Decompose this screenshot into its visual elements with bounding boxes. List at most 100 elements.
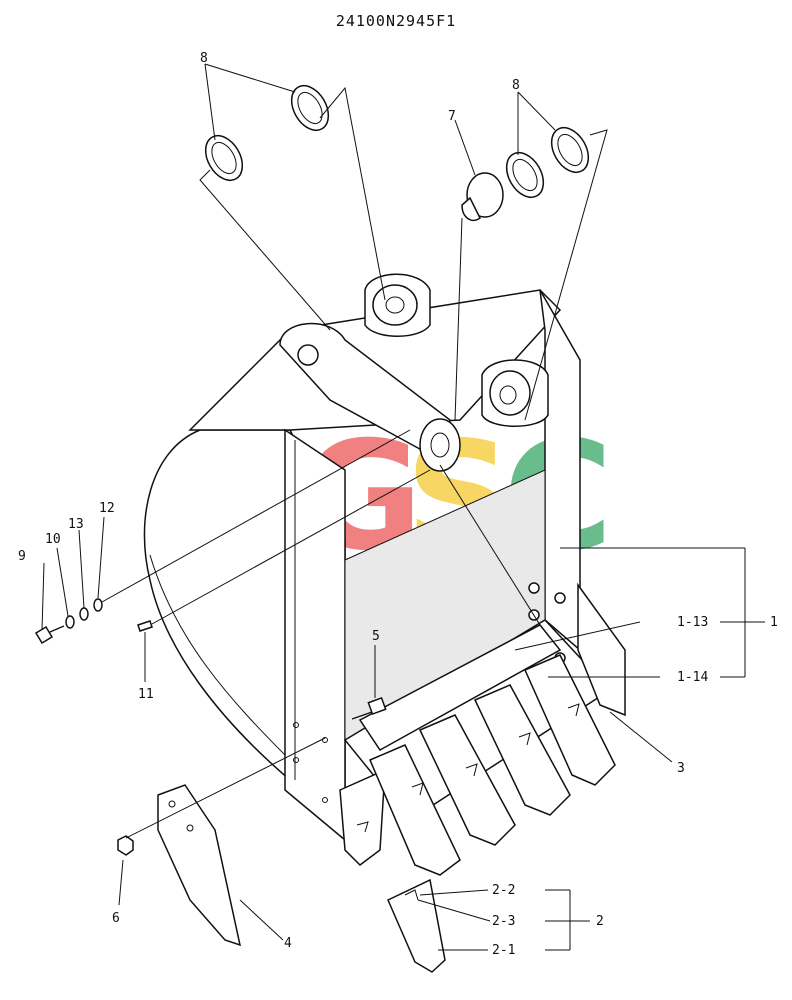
washer-10 — [65, 615, 75, 629]
callout-11: 11 — [138, 687, 154, 702]
tooth-pin-mark — [465, 763, 478, 777]
pin-11 — [137, 620, 153, 632]
callout-2-1: 2-1 — [492, 943, 515, 958]
bracket-bosses — [279, 273, 549, 472]
o-ring — [505, 151, 545, 199]
cutter-hole — [168, 800, 176, 808]
leader-10 — [56, 547, 69, 617]
bolt-9-head — [34, 625, 54, 645]
bushing-body — [461, 196, 481, 222]
cutting-edge — [358, 624, 562, 751]
tooth-pin-mark — [356, 821, 369, 833]
upper-right-boss-bore — [499, 385, 517, 405]
o-ring-inner — [512, 158, 538, 192]
o-ring — [204, 134, 244, 182]
leader-o-ring-axis — [319, 86, 386, 301]
tooth-pin-mark — [518, 732, 531, 746]
leader-7 — [454, 119, 476, 176]
callout-8b: 8 — [512, 78, 520, 93]
o-rings — [204, 84, 590, 199]
callout-6: 6 — [112, 911, 120, 926]
leader-9 — [41, 562, 45, 631]
callout-5: 5 — [372, 629, 380, 644]
callout-3: 3 — [677, 761, 685, 776]
leader-lines — [41, 63, 765, 951]
side-cutter-left — [157, 784, 242, 947]
side-cutter-right — [577, 582, 626, 717]
bushing-axis — [454, 217, 463, 421]
callout-labels: 8 8 7 12 13 10 9 5 11 6 4 3 1-13 1-14 1 … — [18, 51, 778, 958]
bushing — [461, 172, 504, 222]
tooth-point — [387, 878, 446, 973]
small-hardware — [34, 598, 153, 645]
leader-8a — [204, 63, 296, 93]
bucket-teeth — [339, 654, 616, 876]
nut-axis — [125, 737, 326, 839]
bolt-hole — [322, 797, 328, 803]
bolt-9-shank — [49, 625, 65, 633]
callout-9: 9 — [18, 549, 26, 564]
bolt — [528, 582, 540, 594]
tooth — [369, 744, 461, 876]
leader-8b — [517, 91, 556, 131]
callout-2: 2 — [596, 914, 604, 929]
o-ring-inner — [297, 91, 323, 125]
tooth — [339, 768, 386, 866]
shell-edge-line — [149, 554, 291, 761]
loose-tooth — [387, 878, 446, 973]
nut — [117, 835, 134, 856]
callout-13: 13 — [68, 517, 84, 532]
leader-3 — [609, 711, 673, 763]
tooth — [418, 714, 516, 846]
bolt — [554, 592, 566, 604]
leader-1-13 — [514, 621, 641, 651]
leader-12 — [97, 516, 105, 599]
tooth — [473, 684, 571, 816]
bucket-left-side-plate — [284, 428, 346, 842]
callout-2-3: 2-3 — [492, 914, 515, 929]
pin-axis — [151, 469, 431, 625]
bolt-shank — [351, 711, 373, 720]
bolt-hole — [293, 722, 299, 728]
callout-8a: 8 — [200, 51, 208, 66]
callout-1-14: 1-14 — [677, 670, 708, 685]
tooth-pin — [404, 889, 419, 901]
side-cutter-plate — [157, 784, 242, 947]
o-ring — [290, 84, 330, 132]
tooth — [524, 654, 616, 786]
upper-right-boss-face — [489, 370, 531, 416]
leader-o-ring-axis — [524, 129, 608, 421]
bushing-flange — [466, 172, 504, 218]
bucket-right-side-plate — [539, 289, 581, 652]
boss — [419, 418, 461, 472]
leader-6 — [118, 859, 124, 906]
boss-bore — [430, 432, 450, 458]
leader-13 — [78, 529, 85, 609]
tooth-pin-mark — [411, 782, 424, 796]
bolt-hole — [322, 737, 328, 743]
o-ring-inner — [557, 133, 583, 167]
callout-2-2: 2-2 — [492, 883, 515, 898]
leader-2-3 — [417, 899, 491, 922]
cutter-hole — [186, 824, 194, 832]
leader-2-2 — [419, 889, 489, 896]
pin-hole — [297, 344, 319, 366]
callout-1-13: 1-13 — [677, 615, 708, 630]
bolt-5 — [351, 697, 387, 720]
leader-8a — [204, 63, 216, 141]
leader-4 — [239, 899, 284, 941]
washer-13 — [79, 607, 89, 621]
upper-left-boss-face — [372, 284, 418, 326]
leader-axis — [439, 464, 541, 626]
callout-7: 7 — [448, 109, 456, 124]
o-ring-inner — [211, 141, 237, 175]
hardware-axis — [101, 429, 411, 603]
tooth-pin-mark — [567, 703, 580, 717]
callout-10: 10 — [45, 532, 61, 547]
bolt-hole — [293, 757, 299, 763]
bolt-head — [367, 697, 387, 715]
callout-12: 12 — [99, 501, 115, 516]
o-ring — [550, 126, 590, 174]
diagram-title: 24100N2945F1 — [335, 12, 457, 30]
